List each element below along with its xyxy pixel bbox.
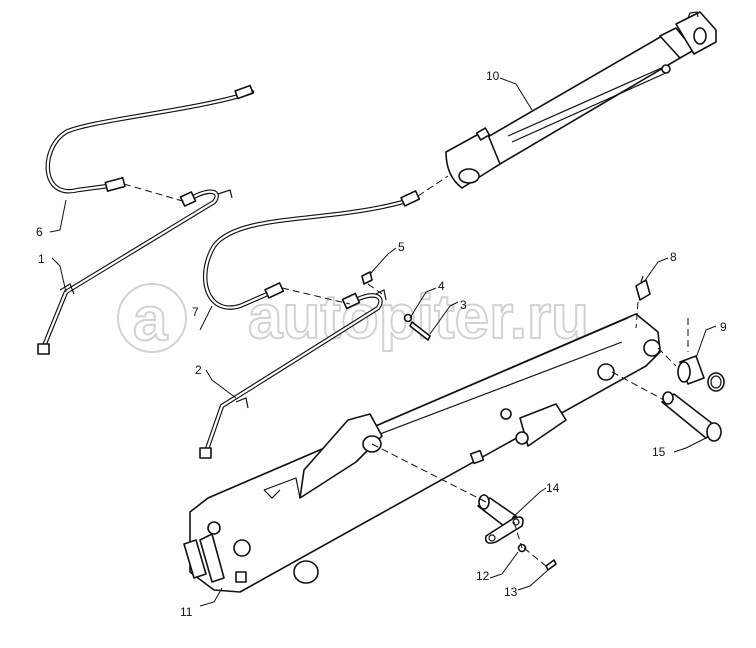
connection-dashes: [123, 175, 677, 567]
small-fasteners: [361, 271, 431, 341]
callout-9: 9: [720, 320, 727, 334]
callout-labels: 1 2 3 4 5 6 7 8 9 10 11 12 13 14 15: [36, 69, 727, 619]
callout-13: 13: [504, 585, 518, 599]
watermark-logo-letter: a: [133, 285, 168, 354]
pin-15: [661, 391, 722, 442]
callout-14: 14: [546, 481, 560, 495]
grease-fitting-8: [635, 275, 651, 301]
bushing-9: [677, 318, 725, 392]
callout-5: 5: [398, 240, 405, 254]
callout-7: 7: [192, 305, 199, 319]
boom-arm: [183, 313, 661, 593]
callout-2: 2: [195, 363, 202, 377]
callout-4: 4: [438, 279, 445, 293]
leader-lines: [49, 77, 717, 607]
callout-8: 8: [670, 250, 677, 264]
callout-11: 11: [180, 605, 193, 619]
watermark-text: autopiter.ru: [248, 283, 589, 352]
callout-1: 1: [38, 252, 45, 266]
watermark-logo-ring: [117, 283, 187, 353]
fitting-5: [361, 271, 373, 285]
washer-4: [403, 313, 413, 323]
hose-7: [203, 190, 421, 310]
callout-12: 12: [476, 569, 490, 583]
bolt-3: [409, 321, 431, 341]
callout-15: 15: [652, 445, 666, 459]
callout-6: 6: [36, 225, 43, 239]
fasteners-12-13: [517, 543, 557, 571]
watermark: a autopiter.ru: [117, 282, 590, 355]
callout-3: 3: [460, 298, 467, 312]
hose-6: [45, 84, 255, 194]
hydraulic-cylinder: [445, 11, 717, 189]
pin-14: [477, 494, 524, 544]
callout-10: 10: [486, 69, 500, 83]
bolt-13: [545, 559, 557, 571]
pipe-2: [199, 289, 387, 459]
pipe-1: [37, 189, 233, 355]
